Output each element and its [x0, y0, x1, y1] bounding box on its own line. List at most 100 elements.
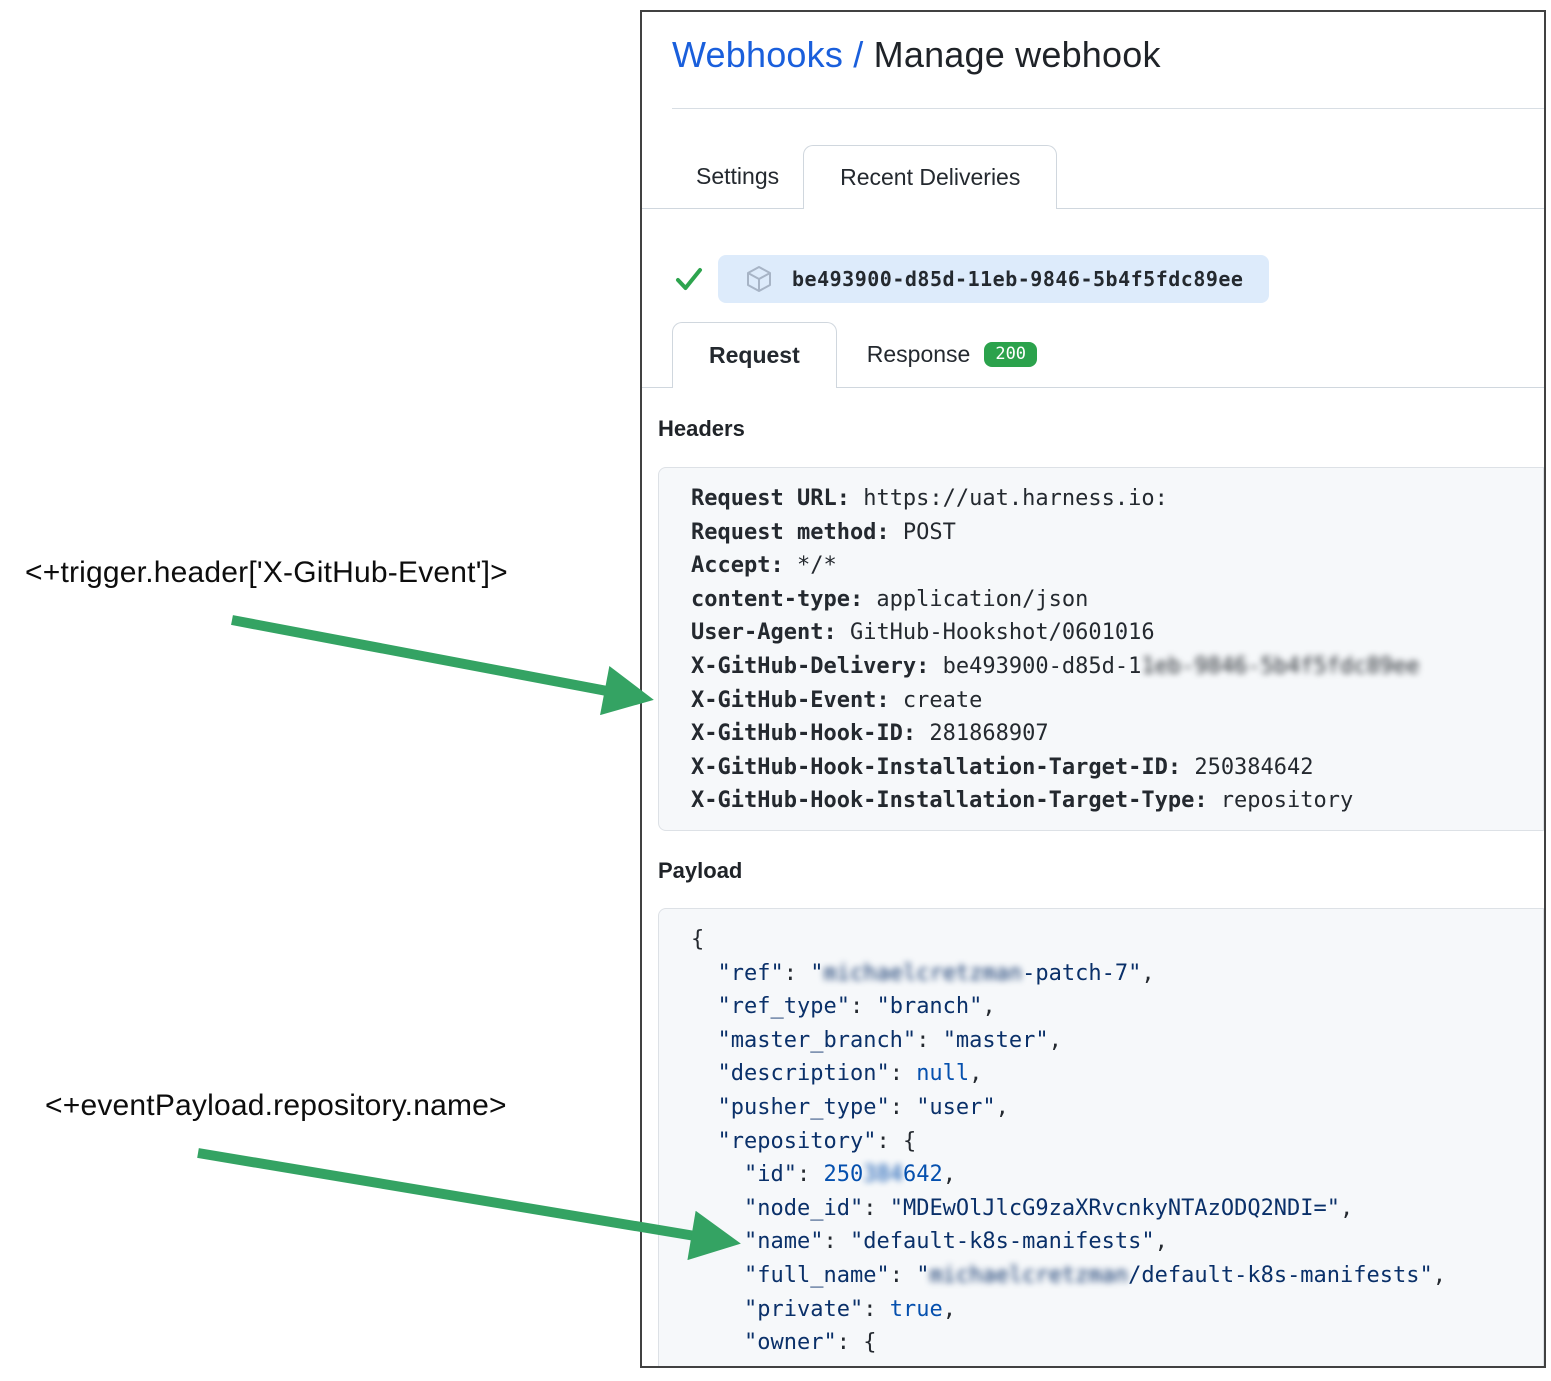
code-segment: content-type: — [691, 586, 864, 612]
delivery-row: be493900-d85d-11eb-9846-5b4f5fdc89ee — [674, 255, 1270, 303]
delivery-id-pill[interactable]: be493900-d85d-11eb-9846-5b4f5fdc89ee — [718, 255, 1270, 303]
delivery-id-text: be493900-d85d-11eb-9846-5b4f5fdc89ee — [792, 267, 1244, 291]
code-line: "private": true, — [691, 1293, 1527, 1327]
code-line: "repository": { — [691, 1125, 1527, 1159]
code-segment: User-Agent: — [691, 620, 837, 646]
response-status-badge: 200 — [984, 342, 1038, 367]
code-segment — [691, 1196, 744, 1221]
code-segment — [691, 1028, 718, 1053]
payload-code-box: { "ref": "michaelcretzman-patch-7", "ref… — [658, 908, 1544, 1366]
code-segment: 250 — [823, 1162, 864, 1188]
code-segment: X-GitHub-Hook-Installation-Target-ID: — [691, 754, 1182, 780]
code-segment: , — [982, 994, 996, 1020]
code-segment: " — [916, 1262, 930, 1288]
code-segment: X-GitHub-Event: — [691, 687, 890, 713]
code-segment: Request method: — [691, 519, 890, 545]
code-segment — [691, 961, 718, 986]
code-segment: : — [823, 1229, 850, 1255]
code-line: X-GitHub-Hook-Installation-Target-Type: … — [691, 784, 1527, 818]
code-segment: "name" — [743, 1229, 824, 1255]
code-segment: , — [1141, 960, 1155, 986]
code-segment: "default-k8s-manifests" — [849, 1229, 1155, 1255]
annotation-payload-expression: <+eventPayload.repository.name> — [45, 1089, 507, 1122]
code-segment: : — [783, 960, 811, 986]
code-segment: 250384642 — [1181, 754, 1314, 780]
code-segment: X-GitHub-Delivery: — [691, 653, 930, 679]
code-segment: "description" — [717, 1061, 890, 1087]
code-segment: , — [942, 1296, 956, 1322]
code-segment: "ref" — [717, 960, 784, 986]
code-segment: : — [863, 1296, 890, 1322]
tab-settings[interactable]: Settings — [696, 163, 780, 189]
code-segment: { — [691, 927, 705, 952]
code-segment: repository — [1207, 788, 1354, 814]
code-line: "description": null, — [691, 1057, 1527, 1091]
code-segment: "master" — [942, 1027, 1049, 1053]
main-tabnav: Settings Recent Deliveries — [642, 145, 1544, 209]
code-segment: 281868907 — [916, 721, 1049, 747]
code-segment: : — [916, 1027, 943, 1053]
code-segment: /default-k8s-manifests" — [1128, 1262, 1433, 1288]
code-segment: "repository" — [717, 1128, 877, 1154]
code-segment: , — [1432, 1262, 1447, 1288]
code-segment: : { — [876, 1128, 917, 1154]
page-title: Webhooks / Manage webhook — [672, 34, 1161, 76]
code-segment — [691, 1095, 718, 1120]
tab-response[interactable]: Response 200 — [837, 322, 1067, 387]
code-segment: Accept: — [691, 553, 784, 579]
code-segment: be493900-d85d-1 — [929, 653, 1142, 679]
code-segment: "owner" — [743, 1330, 837, 1356]
code-line: "name": "default-k8s-manifests", — [691, 1225, 1527, 1259]
code-segment: : — [849, 994, 877, 1020]
code-line: { — [691, 923, 1527, 957]
code-line: Accept: */* — [691, 549, 1527, 583]
code-segment: "ref_type" — [717, 994, 850, 1020]
headers-code-box: Request URL: https://uat.harness.io:Requ… — [658, 467, 1544, 831]
webhooks-breadcrumb-link[interactable]: Webhooks / — [672, 34, 864, 75]
code-segment — [691, 1229, 744, 1254]
code-segment: : — [863, 1195, 890, 1221]
title-divider — [672, 108, 1544, 109]
code-segment: , — [1154, 1229, 1168, 1255]
code-line: "pusher_type": "user", — [691, 1091, 1527, 1125]
code-line: "ref_type": "branch", — [691, 990, 1527, 1024]
code-segment: "node_id" — [743, 1195, 864, 1221]
code-segment — [691, 1162, 744, 1187]
code-line: "owner": { — [691, 1326, 1527, 1360]
code-segment: create — [889, 687, 983, 713]
code-segment — [691, 1061, 718, 1086]
code-segment: : { — [836, 1330, 877, 1356]
code-segment: "full_name" — [743, 1262, 890, 1288]
code-segment: , — [1340, 1195, 1354, 1221]
code-segment: " — [810, 960, 824, 986]
code-segment: : — [796, 1162, 824, 1188]
code-segment: "MDEwOlJlcG9zaXRvcnkyNTAzODQ2NDI=" — [889, 1195, 1341, 1221]
code-segment: 384 — [863, 1162, 903, 1188]
code-segment: POST — [889, 519, 956, 545]
tab-request[interactable]: Request — [672, 322, 837, 388]
code-line: "full_name": "michaelcretzman/default-k8… — [691, 1259, 1527, 1293]
code-segment: "private" — [743, 1296, 864, 1322]
code-segment: "master_branch" — [717, 1027, 917, 1053]
code-segment: application/json — [863, 586, 1089, 612]
code-segment: X-GitHub-Hook-Installation-Target-Type: — [691, 788, 1208, 814]
tab-response-label: Response — [866, 341, 971, 367]
code-segment: , — [995, 1094, 1009, 1120]
code-segment: true — [889, 1296, 943, 1322]
code-line: Request URL: https://uat.harness.io: — [691, 482, 1527, 516]
tab-recent-deliveries[interactable]: Recent Deliveries — [803, 145, 1058, 209]
code-line: User-Agent: GitHub-Hookshot/0601016 — [691, 616, 1527, 650]
code-segment — [691, 1129, 718, 1154]
request-response-tabnav: Request Response 200 — [642, 322, 1544, 388]
code-segment: michaelcretzman — [929, 1262, 1129, 1288]
code-segment: 1eb-9846-5b4f5fdc89ee — [1141, 653, 1420, 679]
code-line: content-type: application/json — [691, 583, 1527, 617]
code-segment: , — [1048, 1027, 1062, 1053]
code-line: "id": 250384642, — [691, 1158, 1527, 1192]
code-segment: , — [969, 1061, 983, 1087]
code-segment: 642 — [902, 1162, 943, 1188]
code-segment — [691, 1297, 744, 1322]
code-segment: X-GitHub-Hook-ID: — [691, 721, 917, 747]
code-segment: Request URL: — [691, 486, 850, 511]
